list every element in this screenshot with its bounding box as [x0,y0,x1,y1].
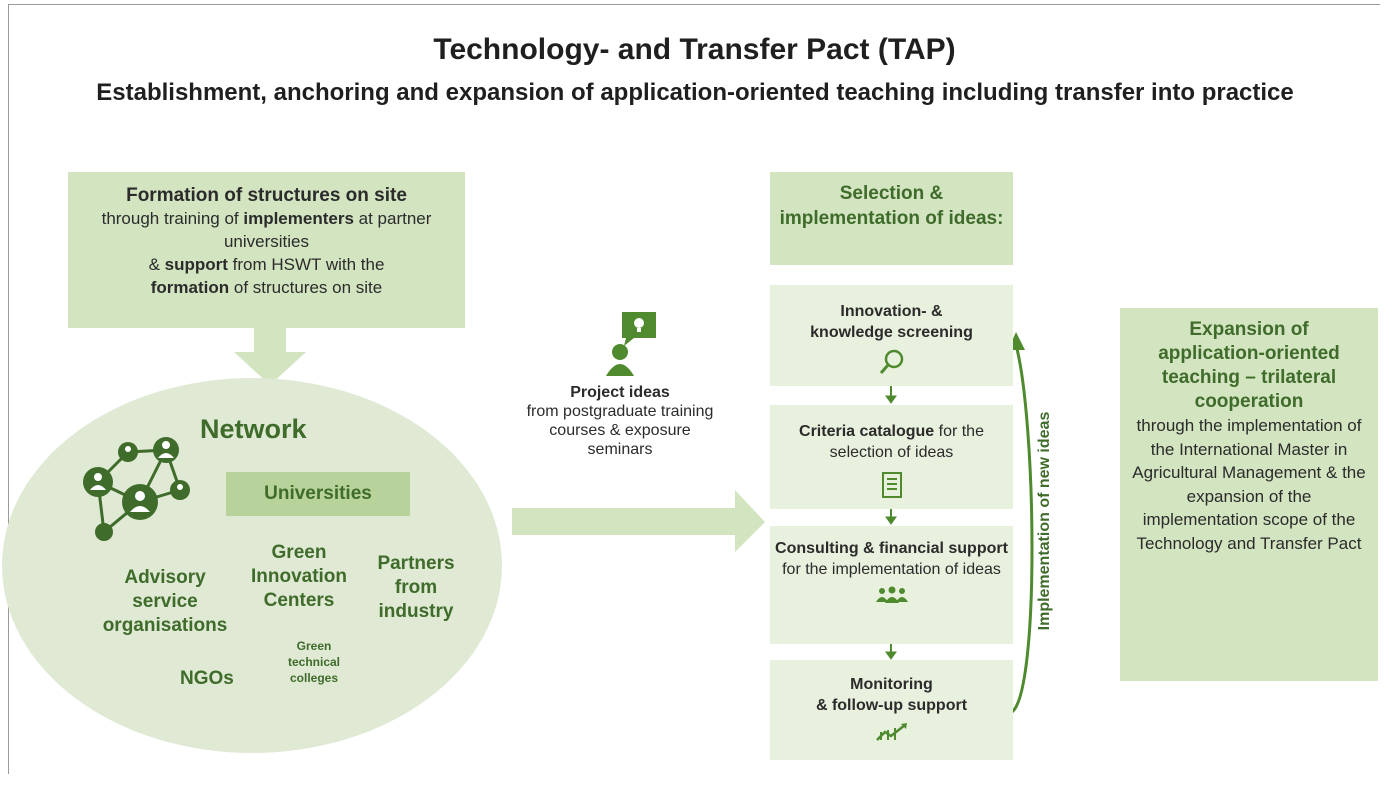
project-ideas-bold: Project ideas [570,384,670,401]
project-ideas-rest: from postgraduate training courses & exp… [526,403,714,458]
formation-heading: Formation of structures on site [126,185,407,206]
step-criteria-catalogue: Criteria catalogue for the selection of … [770,405,1013,509]
loop-label-text: Implementation of new ideas [1036,411,1053,631]
expansion-box: Expansion of application-oriented teachi… [1120,308,1378,681]
team-icon [770,586,1013,612]
step-consulting: Consulting & financial support for the i… [770,526,1013,644]
formation-text-2: at partner universities [223,209,432,251]
step2-rest: for the selection of ideas [829,423,984,461]
growth-icon [770,722,1013,748]
formation-text-3: & [148,255,165,274]
step-arrows [885,386,897,660]
magnifier-icon [879,349,903,374]
universities-box: Universities [226,472,410,516]
green-innovation-label: Green Innovation Centers [250,542,348,611]
page-title: Technology- and Transfer Pact (TAP) [433,33,956,66]
partners-label: Partners from industry [377,553,455,622]
formation-formation: formation [150,278,230,297]
loop-arrow [1010,344,1034,714]
formation-text-4: from HSWT with the [227,255,385,274]
formation-support: support [164,255,228,274]
checklist-icon [770,471,1013,505]
project-ideas-text: Project ideas from postgraduate training… [520,383,720,459]
outer-frame [8,4,1380,774]
step-innovation-screening: Innovation- & knowledge screening [770,285,1013,386]
down-arrow [234,328,306,385]
step2-bold: Criteria catalogue [799,423,935,440]
right-arrow [512,490,765,552]
expansion-heading: Expansion of application-oriented teachi… [1158,319,1340,412]
formation-box: Formation of structures on site through … [68,172,465,328]
advisory-label: Advisory service organisations [102,567,228,636]
page-subtitle: Establishment, anchoring and expansion o… [96,79,1294,106]
step4-bold2: & follow-up support [815,697,968,714]
step3-bold: Consulting & financial support [775,540,1008,557]
expansion-body: through the implementation of the Intern… [1132,416,1366,553]
step-monitoring: Monitoring & follow-up support [770,660,1013,760]
ngos-label: NGOs [180,668,234,689]
step1-label: Innovation- & knowledge screening [810,303,973,341]
formation-text: through training of implementers at part… [68,207,465,299]
green-colleges-label: Green technical colleges [287,639,341,685]
formation-text-5: of structures on site [229,278,383,297]
step3-rest: for the implementation of ideas [782,561,1001,578]
step4-bold1: Monitoring [850,676,933,693]
network-icon [83,437,190,541]
formation-text-1: through training of [101,209,244,228]
selection-heading: Selection & implementation of ideas: [770,172,1013,265]
network-ellipse [2,378,502,753]
network-title: Network [200,414,307,444]
formation-implementers: implementers [243,209,354,228]
idea-person-icon [606,312,656,376]
